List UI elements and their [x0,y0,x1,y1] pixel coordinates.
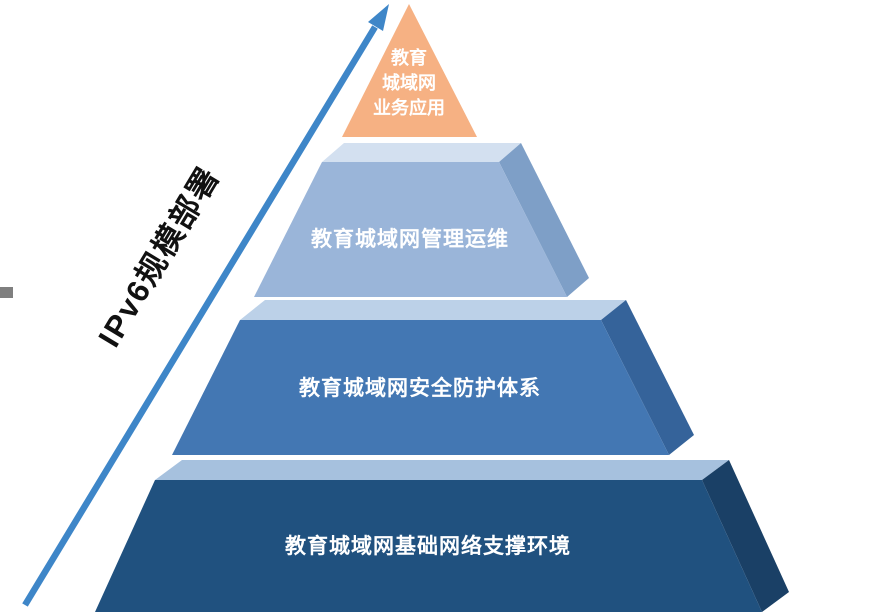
pyramid-level-4: 教育城域网基础网络支撑环境 [95,460,789,612]
pyramid-level-3-side-face [601,300,694,455]
pyramid-level-1-label-line-3: 业务应用 [373,97,445,118]
pyramid-level-2: 教育城域网管理运维 [254,143,589,297]
pyramid-level-2-top-face [322,143,521,162]
pyramid-level-3: 教育城域网安全防护体系 [172,300,694,455]
pyramid-level-1-front-face [342,4,477,137]
pyramid-level-4-top-face [155,460,729,480]
pyramid-level-4-label: 教育城域网基础网络支撑环境 [285,534,571,558]
pyramid-level-2-label: 教育城域网管理运维 [311,227,509,251]
pyramid-level-3-front-face [172,320,669,455]
pyramid-level-1: 教育 城域网 业务应用 [342,4,477,137]
pyramid-level-4-front-face [95,480,762,612]
ipv6-arrow-label: IPv6规模部署 [92,160,227,353]
pyramid-level-2-side-face [499,143,589,297]
left-edge-marker [0,287,13,298]
pyramid-level-2-front-face [254,162,567,297]
pyramid-level-3-top-face [240,300,626,320]
pyramid-level-4-side-face [702,460,789,612]
pyramid-level-1-label-line-2: 城域网 [382,72,436,93]
pyramid-level-1-label-line-1: 教育 [391,47,427,68]
ipv6-arrow-shaft [22,25,378,607]
ipv6-arrow-head [368,4,389,31]
pyramid-level-3-label: 教育城域网安全防护体系 [299,376,541,400]
